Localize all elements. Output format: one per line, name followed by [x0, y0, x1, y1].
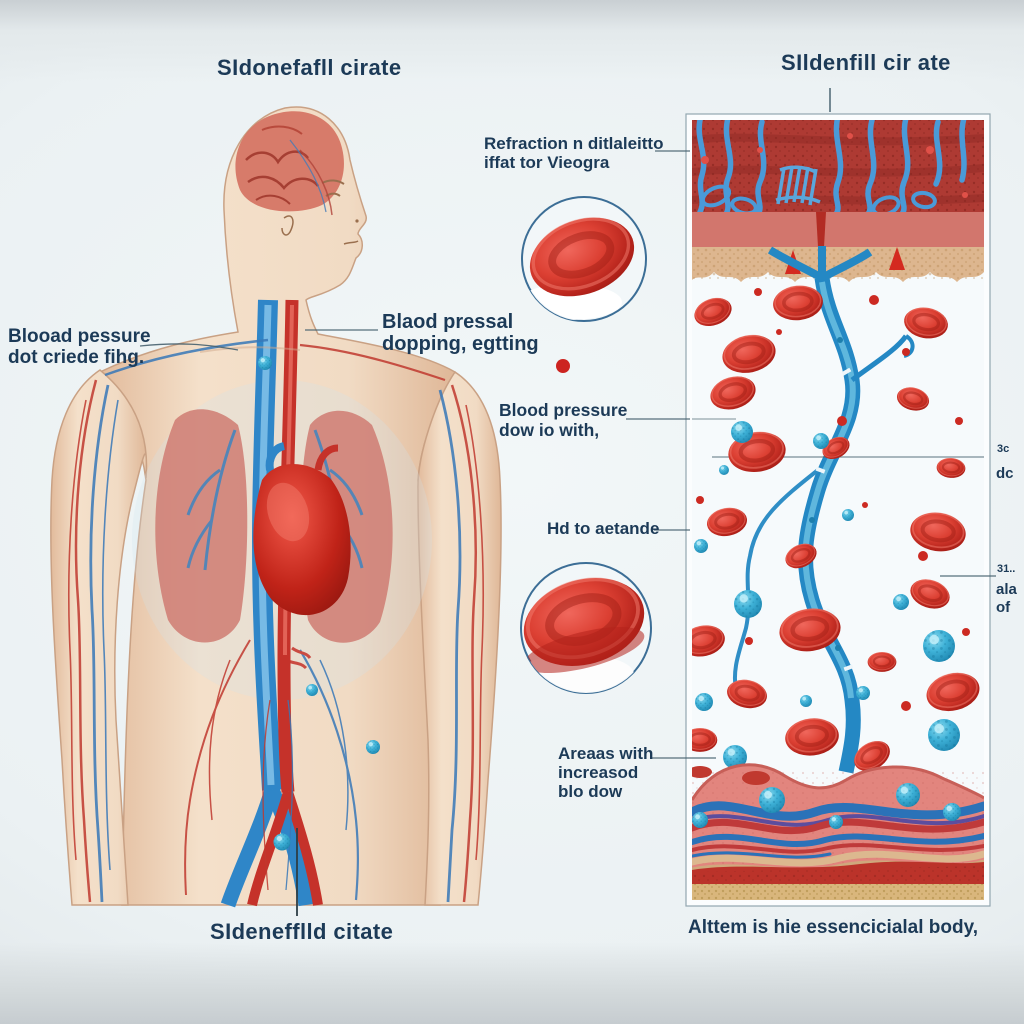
label-blood-pressure-left: Blooad pessure dot criede fihg.	[8, 326, 151, 369]
title-bottom-left: SIdenefflld citate	[210, 919, 394, 944]
svg-text:3c: 3c	[997, 443, 1009, 455]
title-top-right: SIldenfill cir ate	[781, 50, 951, 75]
panel-bottom-tissue	[692, 763, 984, 900]
heart-illustration	[253, 442, 351, 616]
label-hd-to-aetande: Hd to aetande	[547, 519, 660, 538]
panel-top-tissue	[692, 120, 984, 282]
label-refraction: Refraction n ditlaleitto iffat tor Vieog…	[484, 134, 664, 173]
label-blood-pressal-mid: Blaod pressal dopping, egtting	[382, 311, 539, 356]
vessel-branches	[67, 338, 485, 903]
rbc-inset-top-circle	[521, 196, 647, 322]
human-figure-illustration	[50, 106, 502, 908]
label-blood-pressure-panel: Blood pressure dow io with,	[499, 400, 628, 440]
edge-label-bottom: 31.. ala of	[996, 563, 1018, 616]
caption-bottom-right: Alttem is hie essencicialal body,	[688, 917, 979, 938]
vessel-panel	[685, 113, 991, 907]
label-areas-increased-flow: Areaas with increasod blo dow	[558, 744, 654, 802]
leader-lines	[139, 88, 996, 916]
edge-label-top: 3c dc	[996, 443, 1014, 482]
title-top-left: SIdonefafll cirate	[217, 55, 402, 80]
svg-text:dc: dc	[996, 465, 1014, 482]
svg-text:31..: 31..	[997, 563, 1015, 575]
blood-cells-group	[692, 281, 984, 779]
red-dot-marker	[556, 359, 570, 373]
svg-text:of: of	[996, 599, 1011, 616]
svg-text:ala: ala	[996, 581, 1018, 598]
rbc-inset-bottom-circle	[520, 562, 652, 694]
